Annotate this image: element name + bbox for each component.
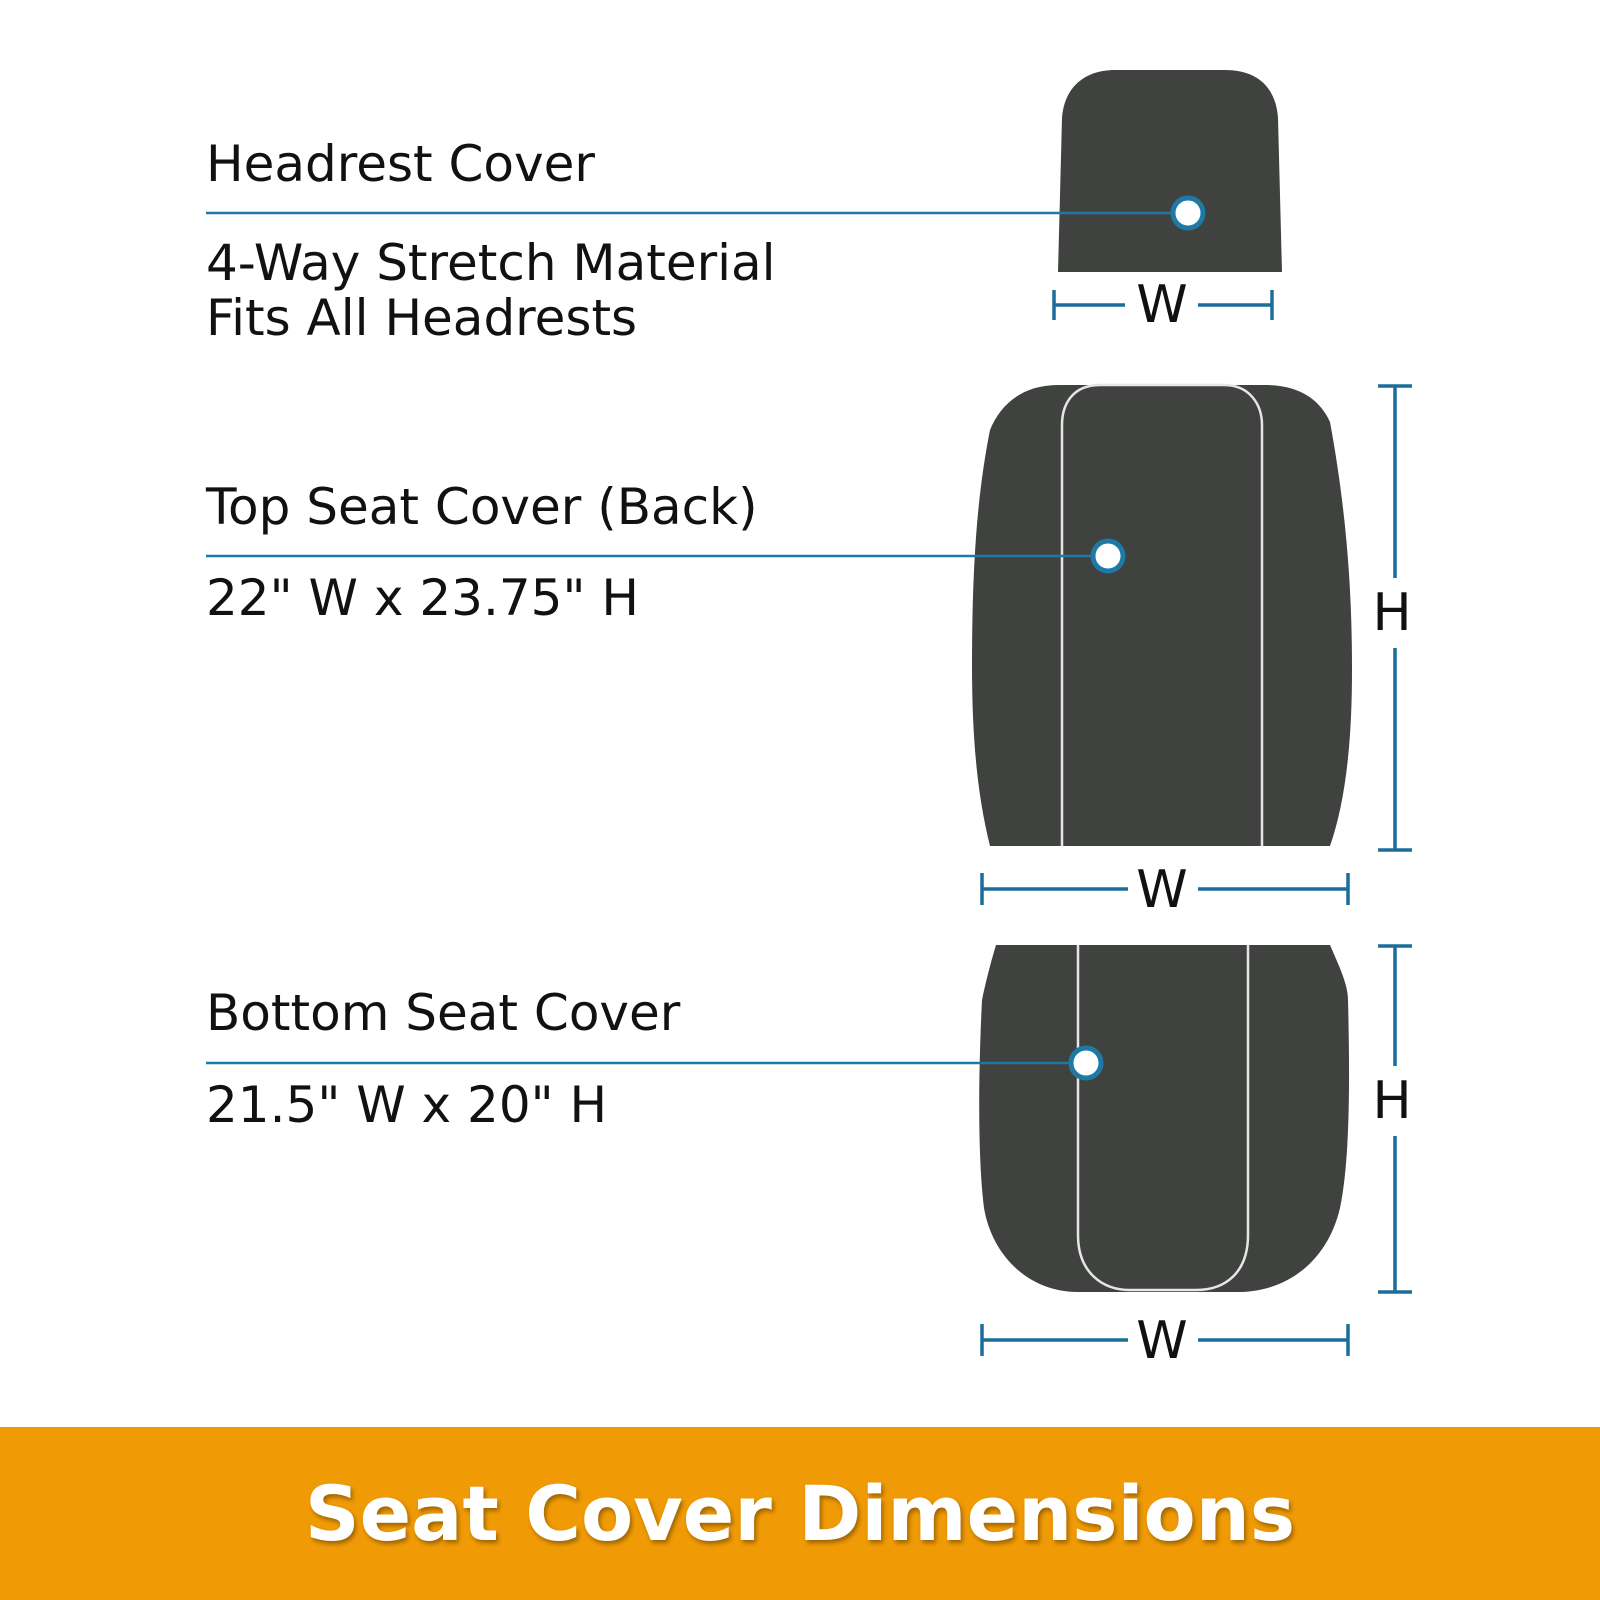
bottom-seat-cover-size: 21.5" W x 20" H [206, 1076, 608, 1134]
bottom-seat-cover-title: Bottom Seat Cover [206, 984, 681, 1042]
bottom-seat-cover-shape [979, 945, 1350, 1292]
bottom-seat-width-dimension [980, 1324, 1350, 1356]
bottom-seat-center-panel-seam [1076, 945, 1250, 1292]
top-seat-width-label: W [1136, 860, 1187, 920]
top-seat-cover-shape [972, 385, 1352, 846]
footer-title: Seat Cover Dimensions [304, 1469, 1296, 1558]
headrest-cover-shape [1058, 70, 1282, 272]
headrest-width-dimension [1052, 290, 1274, 320]
bottom-seat-height-label: H [1372, 1071, 1411, 1131]
headrest-description-line-2: Fits All Headrests [206, 289, 638, 347]
headrest-description-line-1: 4-Way Stretch Material [206, 234, 776, 292]
headrest-cover-description: 4-Way Stretch Material Fits All Headrest… [206, 236, 776, 346]
footer-banner: Seat Cover Dimensions [0, 1427, 1600, 1600]
top-seat-cover-title: Top Seat Cover (Back) [206, 478, 758, 536]
top-seat-cover-size: 22" W x 23.75" H [206, 569, 639, 627]
bottom-seat-marker-dot [1068, 1045, 1104, 1081]
top-seat-marker-dot [1090, 538, 1126, 574]
headrest-marker-dot [1170, 195, 1206, 231]
top-seat-width-dimension [980, 873, 1350, 905]
top-seat-height-label: H [1372, 583, 1411, 643]
headrest-cover-title: Headrest Cover [206, 135, 595, 193]
top-seat-height-dimension [1378, 384, 1412, 852]
bottom-seat-width-label: W [1136, 1311, 1187, 1371]
top-seat-center-panel-seam [1060, 383, 1264, 846]
headrest-width-label: W [1136, 275, 1187, 335]
bottom-seat-height-dimension [1378, 944, 1412, 1294]
